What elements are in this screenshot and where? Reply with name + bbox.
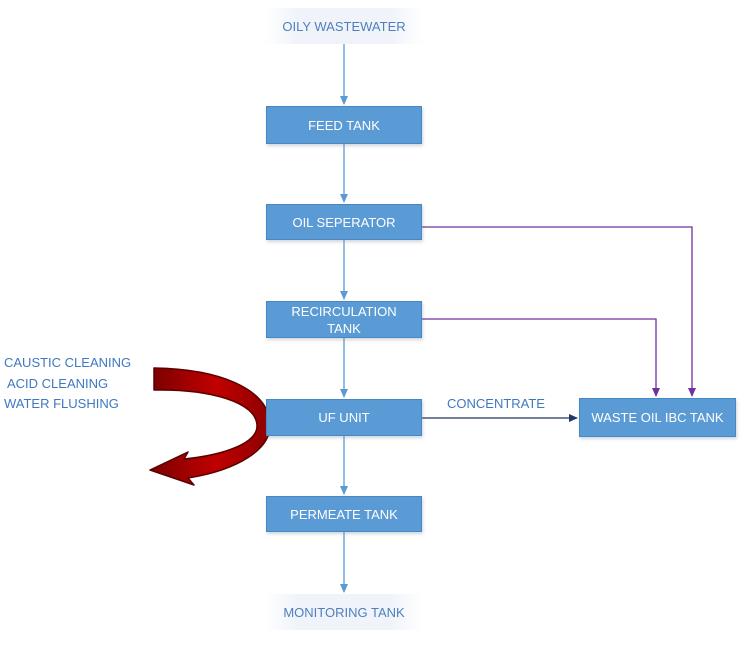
node-permeate-tank: PERMEATE TANK: [266, 496, 422, 532]
node-oil-separator: OIL SEPERATOR: [266, 204, 422, 240]
curved-return-arrow-icon: [149, 367, 271, 486]
cleaning-note-caustic: CAUSTIC CLEANING: [4, 355, 132, 370]
node-waste-oil-ibc-tank: WASTE OIL IBC TANK: [579, 398, 736, 437]
cleaning-note-acid: ACID CLEANING: [7, 376, 109, 391]
arrow-separator-to-waste-oil: [422, 226, 696, 397]
cleaning-note-water: WATER FLUSHING: [4, 396, 119, 411]
node-recirculation-tank: RECIRCULATION TANK: [266, 301, 422, 338]
node-uf-unit: UF UNIT: [266, 399, 422, 436]
node-oily-wastewater: OILY WASTEWATER: [265, 8, 423, 44]
edge-label-concentrate: CONCENTRATE: [447, 396, 545, 411]
node-monitoring-tank: MONITORING TANK: [265, 594, 423, 630]
arrow-recirculation-to-waste-oil: [422, 318, 660, 397]
node-feed-tank: FEED TANK: [266, 106, 422, 144]
